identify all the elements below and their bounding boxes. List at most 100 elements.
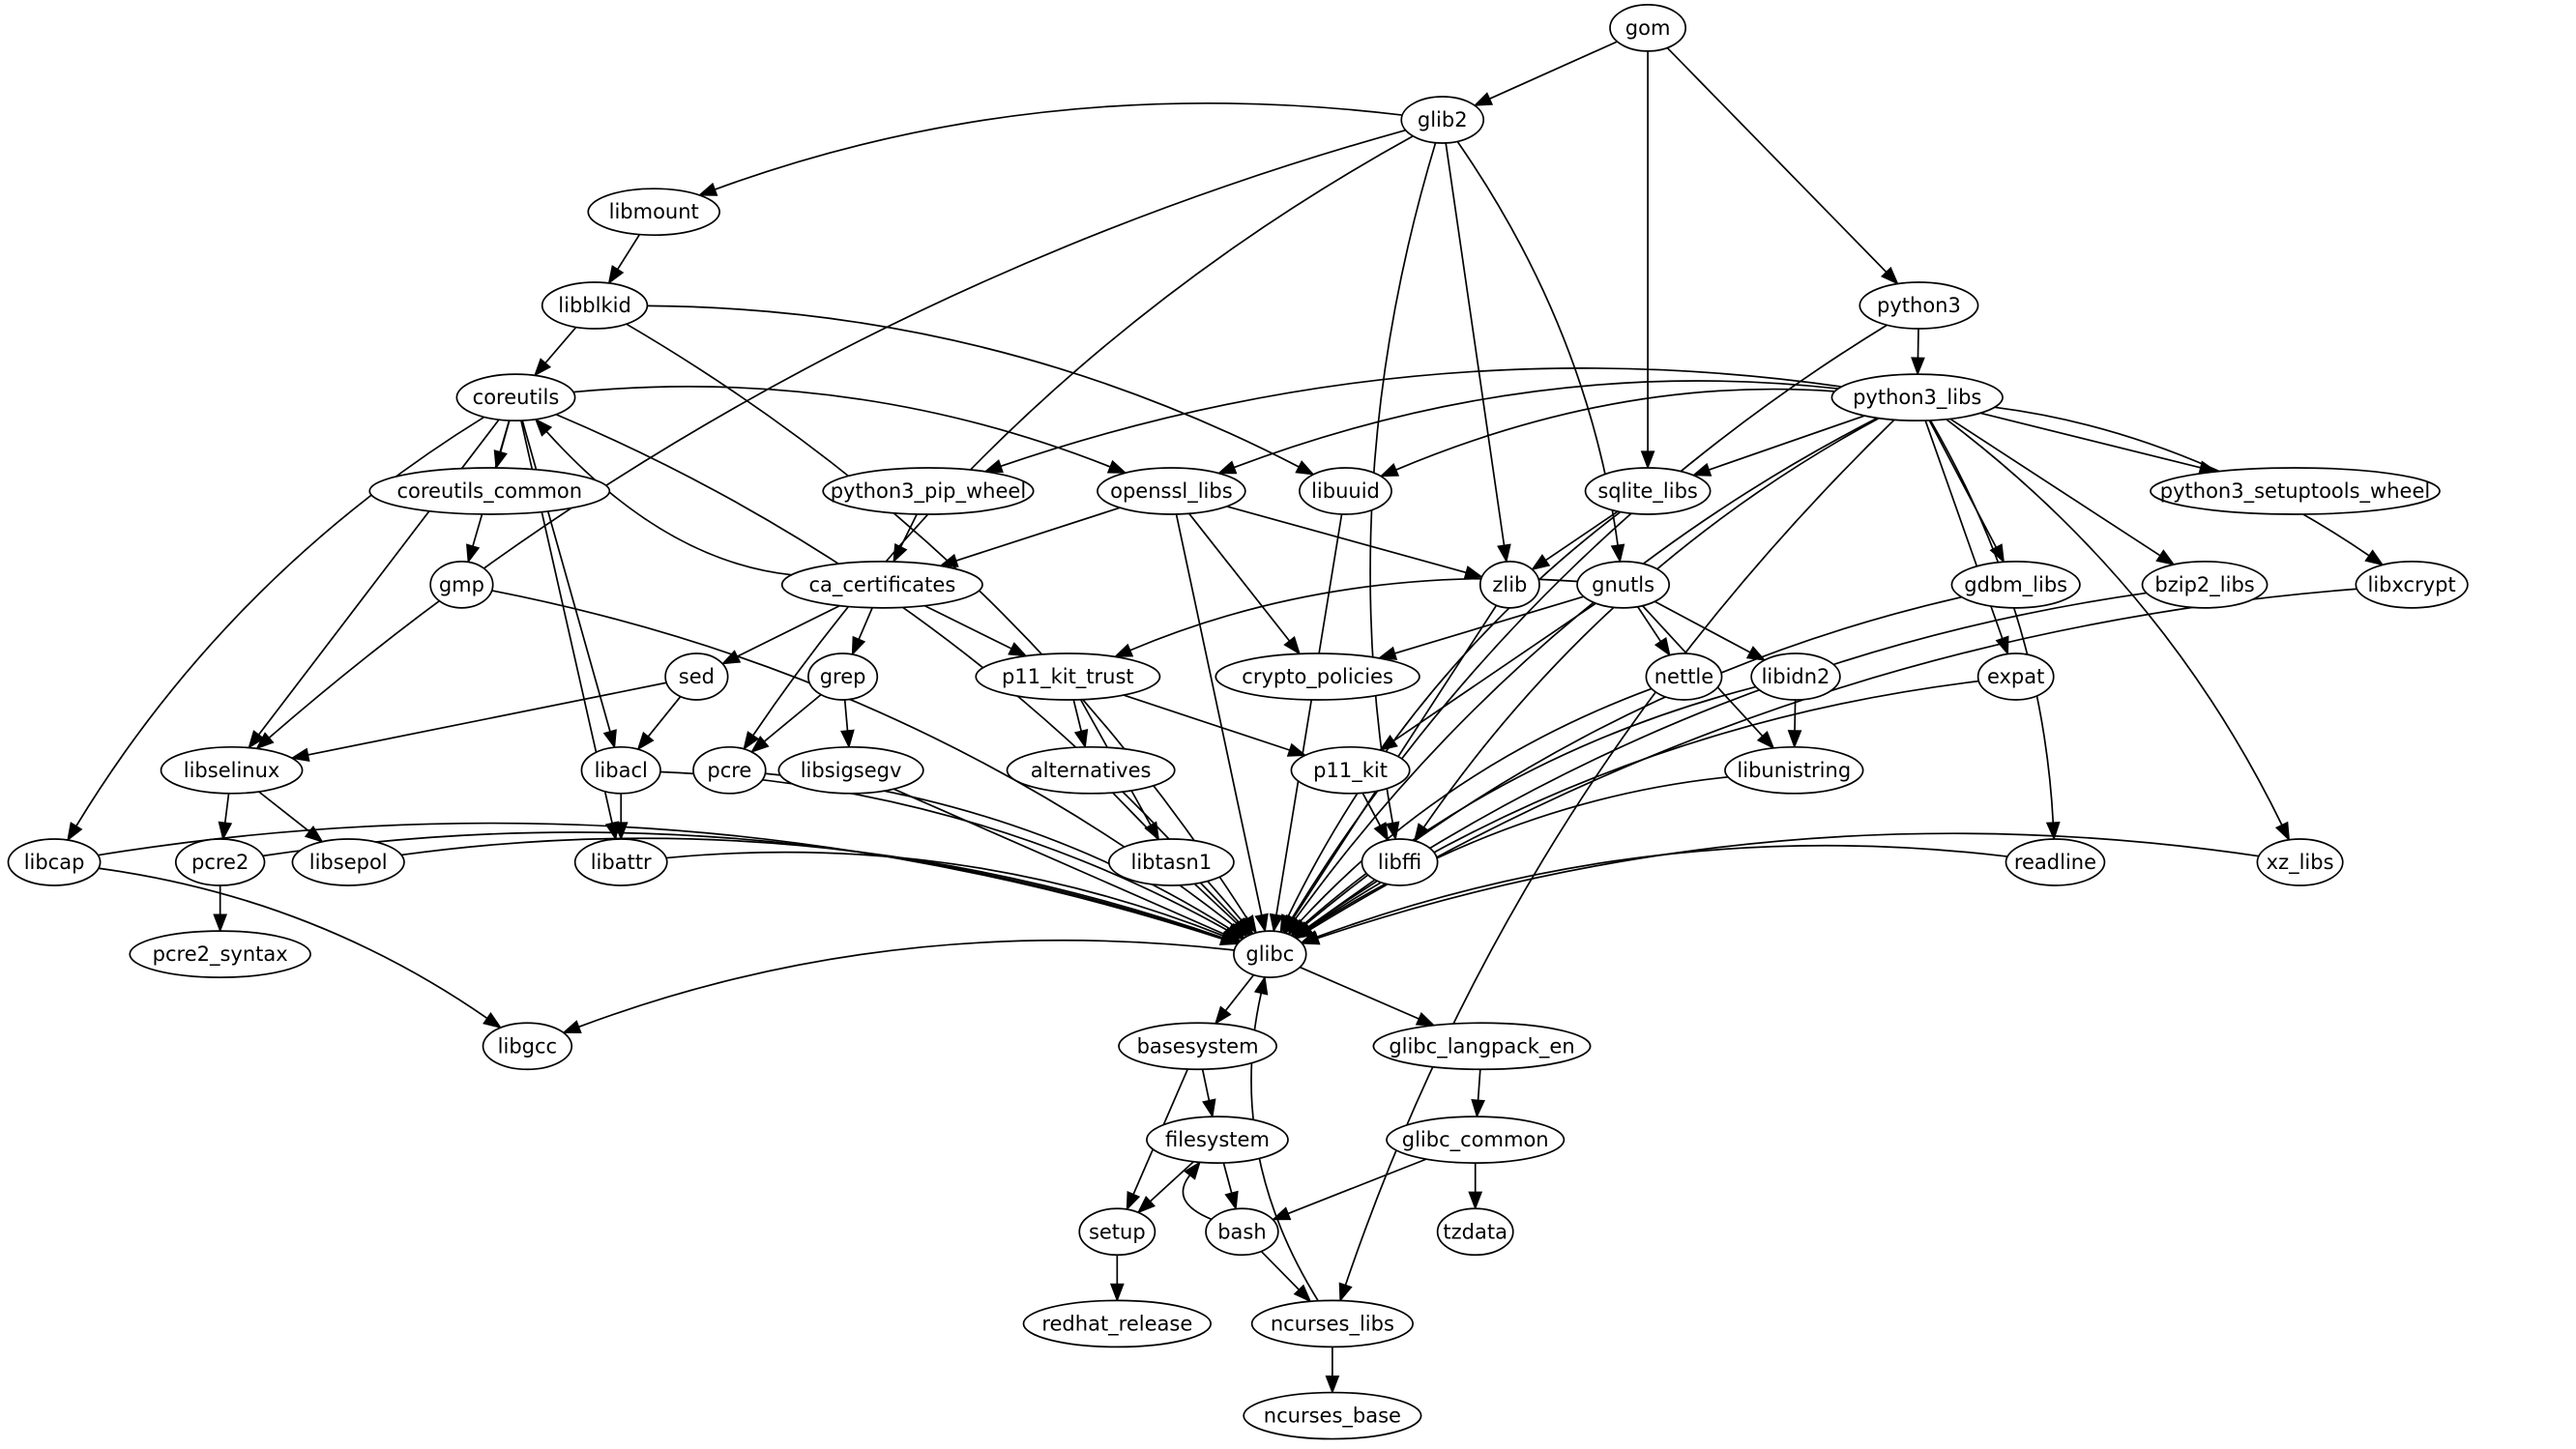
node-ellipse (1022, 1299, 1213, 1348)
node-crypto-policies[interactable]: crypto_policies (1215, 652, 1420, 701)
edge-line (1979, 412, 2201, 469)
arrowhead (1338, 1282, 1353, 1303)
node-libacl[interactable]: libacl (580, 745, 661, 795)
node-glibc[interactable]: glibc (1233, 930, 1307, 978)
edge-libuuid-to-glibc (1269, 513, 1343, 933)
arrowhead (1295, 460, 1315, 476)
edge-line (1666, 46, 1888, 274)
node-basesystem[interactable]: basesystem (1118, 1022, 1277, 1071)
node-gom[interactable]: gom (1609, 4, 1687, 52)
arrowhead (1756, 730, 1775, 750)
node-gdbm-libs[interactable]: gdbm_libs (1950, 560, 2081, 609)
node-nettle[interactable]: nettle (1645, 652, 1723, 701)
node-python3-setuptools-wheel[interactable]: python3_setuptools_wheel (2150, 467, 2441, 515)
arrowhead (483, 1012, 503, 1029)
node-readline[interactable]: readline (2005, 838, 2106, 886)
node-ncurses-libs[interactable]: ncurses_libs (1250, 1299, 1414, 1348)
arrowhead (1787, 730, 1802, 749)
node-libtasn1[interactable]: libtasn1 (1107, 838, 1235, 886)
edge-openssl-libs-to-zlib (1226, 506, 1484, 580)
node-python3-libs[interactable]: python3_libs (1830, 373, 2004, 422)
edge-libblkid-to-coreutils (533, 326, 577, 377)
edge-line (1361, 792, 1382, 826)
node-libxcrypt[interactable]: libxcrypt (2355, 560, 2469, 609)
node-libuuid[interactable]: libuuid (1299, 467, 1392, 515)
node-gmp[interactable]: gmp (429, 560, 494, 609)
node-openssl-libs[interactable]: openssl_libs (1097, 467, 1246, 515)
node-label: setup (1089, 1220, 1146, 1243)
arrowhead (2155, 549, 2176, 565)
node-libsigsegv[interactable]: libsigsegv (777, 745, 924, 795)
edge-line (1193, 883, 1239, 925)
node-ca-certificates[interactable]: ca_certificates (780, 560, 983, 609)
node-libgcc[interactable]: libgcc (482, 1022, 573, 1071)
edge-coreutils-to-libcap (67, 416, 485, 842)
node-libidn2[interactable]: libidn2 (1750, 652, 1841, 701)
node-glib2[interactable]: glib2 (1400, 96, 1485, 144)
node-python3-pip-wheel[interactable]: python3_pip_wheel (822, 467, 1035, 515)
node-tzdata[interactable]: tzdata (1436, 1207, 1514, 1257)
node-label: zlib (1492, 573, 1527, 596)
node-xz-libs[interactable]: xz_libs (2256, 838, 2344, 886)
node-libffi[interactable]: libffi (1361, 838, 1439, 886)
edge-line (752, 135, 1414, 737)
node-glibc-common[interactable]: glibc_common (1386, 1116, 1566, 1164)
node-coreutils-common[interactable]: coreutils_common (368, 467, 611, 515)
node-filesystem[interactable]: filesystem (1146, 1116, 1289, 1164)
node-label: libgcc (498, 1034, 557, 1058)
edge-python3-libs-to-python3-setuptools-wheel (1979, 412, 2218, 475)
node-label: libtasn1 (1131, 851, 1213, 874)
node-label: libunistring (1737, 759, 1851, 782)
node-ncurses-base[interactable]: ncurses_base (1243, 1391, 1422, 1440)
edge-glib2-to-zlib (1445, 142, 1511, 564)
node-redhat-release[interactable]: redhat_release (1022, 1299, 1213, 1348)
edge-libidn2-to-libunistring (1787, 699, 1802, 749)
node-label: grep (820, 665, 866, 688)
node-libselinux[interactable]: libselinux (160, 745, 304, 795)
edge-line (544, 326, 577, 364)
node-python3[interactable]: python3 (1859, 281, 1979, 330)
edge-line (555, 413, 1244, 922)
node-libblkid[interactable]: libblkid (541, 281, 649, 330)
edge-line (1949, 418, 2161, 557)
edge-ca-certificates-to-coreutils (534, 418, 792, 576)
node-pcre2[interactable]: pcre2 (174, 838, 266, 886)
node-libattr[interactable]: libattr (573, 838, 668, 886)
node-grep[interactable]: grep (807, 652, 879, 701)
node-libmount[interactable]: libmount (587, 188, 721, 237)
node-libsepol[interactable]: libsepol (291, 838, 405, 886)
node-expat[interactable]: expat (1976, 652, 2055, 701)
edge-libmount-to-libblkid (607, 234, 641, 285)
arrowhead (1610, 543, 1625, 564)
node-bzip2-libs[interactable]: bzip2_libs (2141, 560, 2269, 609)
arrowhead (213, 913, 228, 933)
node-pcre2-syntax[interactable]: pcre2_syntax (129, 930, 311, 978)
node-setup[interactable]: setup (1078, 1207, 1156, 1257)
node-libcap[interactable]: libcap (7, 838, 102, 886)
node-gnutls[interactable]: gnutls (1576, 560, 1671, 609)
edge-line (1307, 680, 1979, 929)
node-p11-kit[interactable]: p11_kit (1290, 745, 1411, 795)
node-label: coreutils (473, 386, 560, 409)
edges-layer (67, 41, 2385, 1395)
edge-line (1182, 1174, 1213, 1221)
node-zlib[interactable]: zlib (1478, 560, 1540, 609)
edge-line (1445, 142, 1506, 546)
arrowhead (636, 731, 655, 751)
node-p11-kit-trust[interactable]: p11_kit_trust (975, 652, 1161, 701)
node-alternatives[interactable]: alternatives (1006, 745, 1176, 795)
edge-line (1260, 1250, 1300, 1290)
edge-line (1654, 600, 1751, 653)
node-label: basesystem (1137, 1034, 1259, 1058)
node-pcre[interactable]: pcre (692, 745, 767, 795)
edge-line (1794, 699, 1797, 731)
node-glibc-langpack-en[interactable]: glibc_langpack_en (1372, 1022, 1592, 1071)
node-coreutils[interactable]: coreutils (455, 373, 576, 422)
arrowhead (1995, 635, 2009, 656)
node-bash[interactable]: bash (1205, 1207, 1279, 1257)
arrowhead (1293, 1284, 1312, 1303)
node-sed[interactable]: sed (664, 652, 729, 701)
node-libunistring[interactable]: libunistring (1724, 745, 1864, 795)
node-label: xz_libs (2267, 851, 2334, 875)
node-sqlite-libs[interactable]: sqlite_libs (1584, 467, 1712, 515)
